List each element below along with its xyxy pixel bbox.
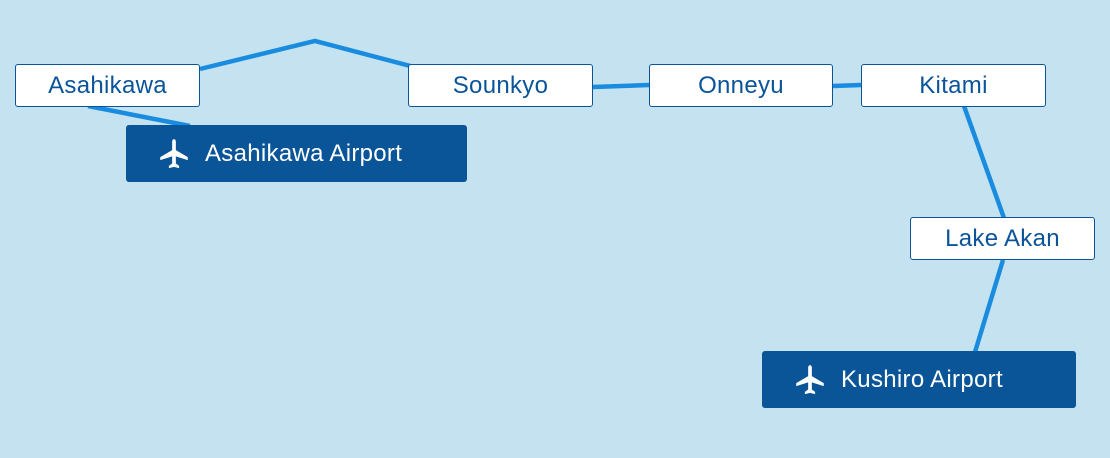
airport-label: Asahikawa Airport xyxy=(205,139,403,167)
stop-lake-akan: Lake Akan xyxy=(910,217,1095,260)
stop-onneyu: Onneyu xyxy=(649,64,833,107)
airport-kushiro: Kushiro Airport xyxy=(762,351,1076,408)
stop-kitami: Kitami xyxy=(861,64,1046,107)
stop-label: Asahikawa xyxy=(48,71,167,99)
stop-label: Lake Akan xyxy=(945,224,1060,252)
route-kitami-lake-akan xyxy=(961,105,1007,219)
route-sounkyo-onneyu xyxy=(592,82,650,90)
stop-label: Kitami xyxy=(919,71,988,99)
airplane-icon xyxy=(793,363,827,397)
stop-label: Onneyu xyxy=(698,71,784,99)
stop-sounkyo: Sounkyo xyxy=(408,64,593,107)
airplane-icon xyxy=(157,137,191,171)
stop-asahikawa: Asahikawa xyxy=(15,64,200,107)
airport-label: Kushiro Airport xyxy=(841,365,1003,393)
stop-label: Sounkyo xyxy=(452,71,549,99)
route-asahikawa-airport xyxy=(87,103,191,129)
route-asahikawa-sounkyo xyxy=(199,38,419,72)
airport-asahikawa: Asahikawa Airport xyxy=(126,125,467,182)
route-lake-akan-kushiro xyxy=(972,259,1006,353)
route-onneyu-kitami xyxy=(832,82,862,89)
